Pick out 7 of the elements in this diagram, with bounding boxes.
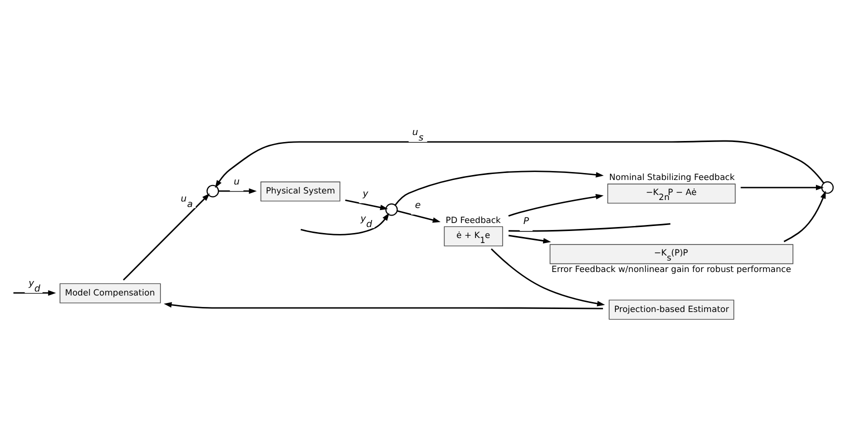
edge-label: e <box>415 199 421 210</box>
edge-label: u <box>234 176 240 187</box>
edge-label: y <box>362 188 368 199</box>
edge-label: P <box>523 216 529 227</box>
node-label: PD Feedback <box>446 215 501 226</box>
node-label: Nominal Stabilizing Feedback <box>609 172 735 183</box>
node-label: Error Feedback w/nonlinear gain for robust performance <box>551 264 792 275</box>
